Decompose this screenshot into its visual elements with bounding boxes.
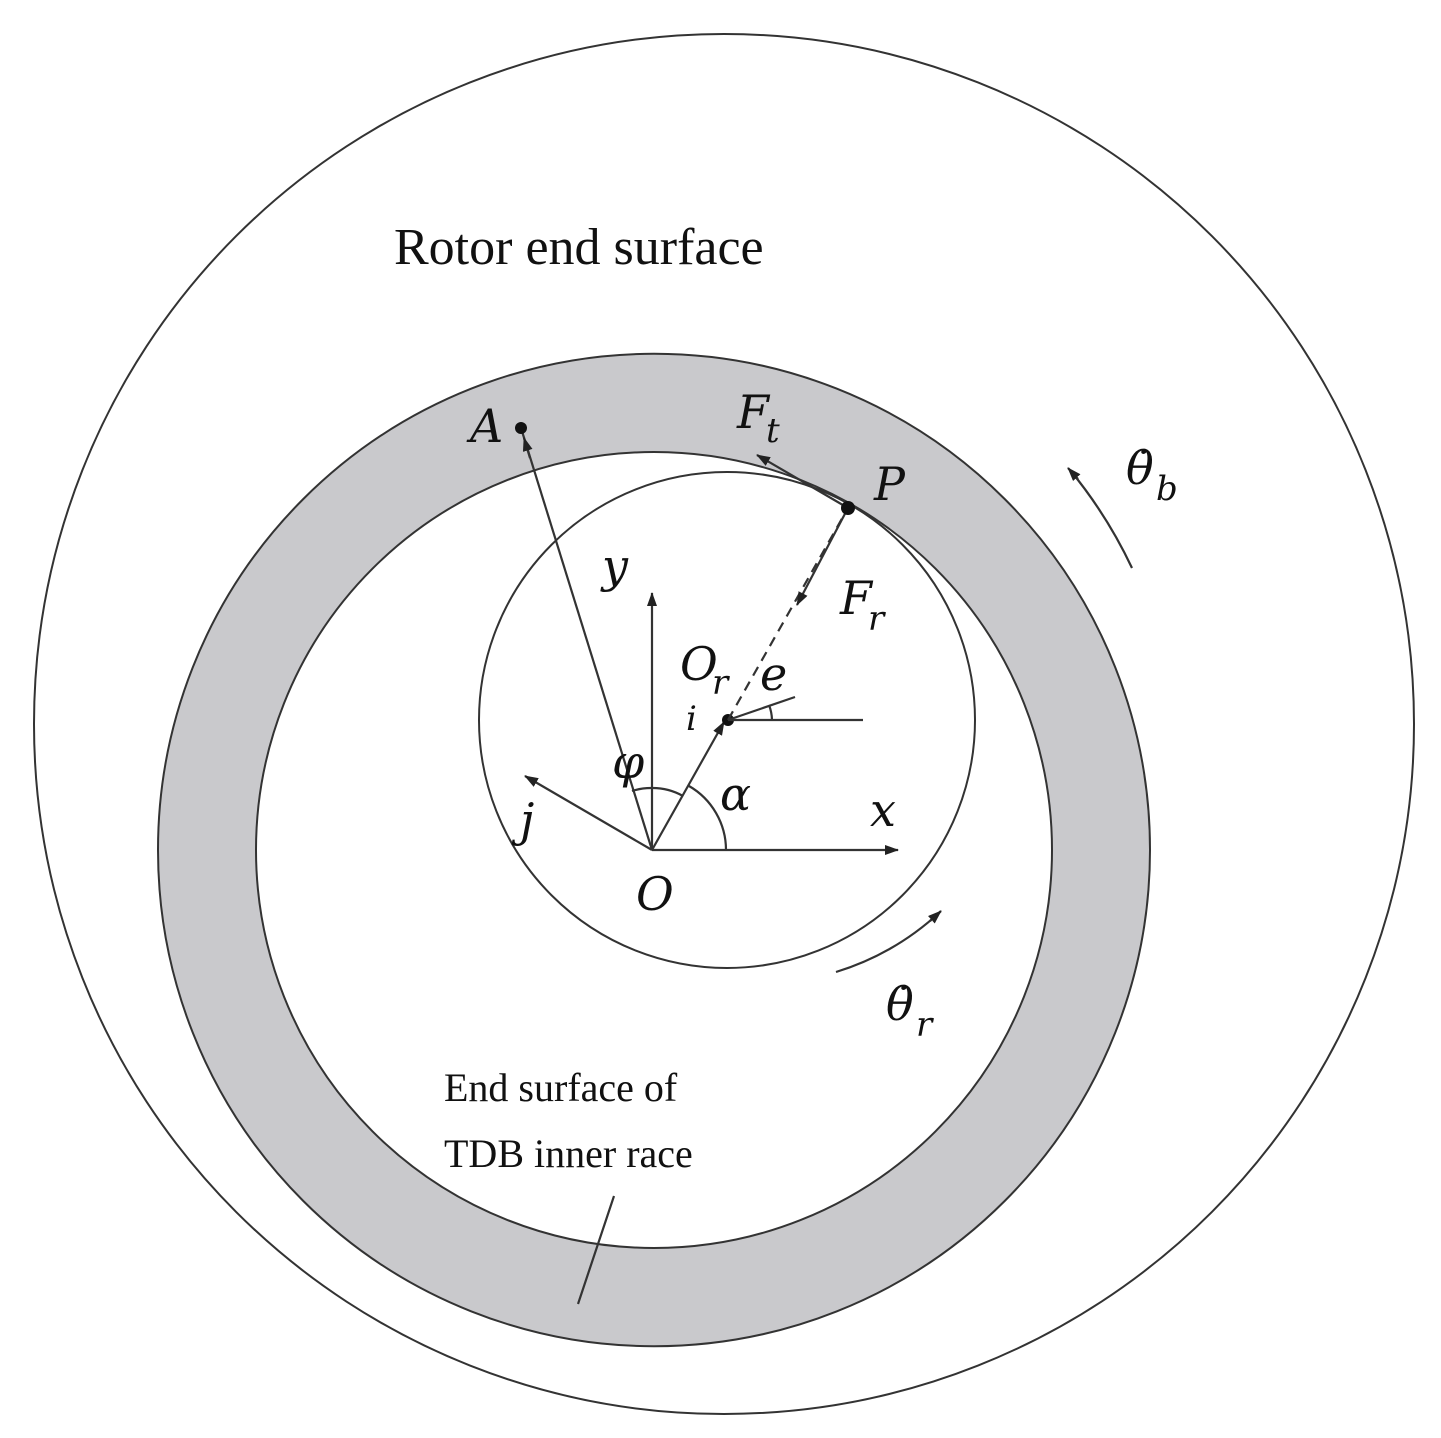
label-theta-r-sub: r: [916, 1005, 934, 1045]
theta-b-arrowhead: [1067, 467, 1081, 481]
or-eccentric-direction: [727, 695, 796, 722]
force-ft-arrow: [756, 454, 849, 509]
label-o: O: [636, 867, 674, 921]
label-theta-r-main: θ̇: [886, 977, 914, 1031]
label-theta-b-sub: b: [1156, 469, 1178, 509]
label-or-main: O: [680, 637, 718, 691]
race-label-leader: [576, 1195, 616, 1305]
point-a-dot: [515, 422, 527, 434]
alpha-angle-arc: [688, 785, 728, 851]
force-fr-arrow: [796, 507, 849, 606]
label-fr-main: F: [839, 571, 874, 625]
label-ft-main: F: [736, 385, 771, 439]
vector-j: [524, 775, 653, 851]
theta-r-arrowhead: [928, 910, 942, 924]
label-p: P: [873, 457, 906, 511]
label-or-sub: r: [712, 663, 730, 703]
e-angle-arc: [767, 704, 774, 721]
phi-angle-arc: [631, 786, 653, 793]
race-label-line2: TDB inner race: [444, 1131, 693, 1176]
vector-i: [651, 721, 725, 851]
label-ft-sub: t: [766, 411, 780, 451]
race-label-line1: End surface of: [444, 1065, 678, 1110]
label-i: i: [686, 699, 697, 739]
rotor-end-surface-label: Rotor end surface: [394, 219, 764, 276]
label-alpha: α: [720, 767, 751, 821]
dashed-or-p: [727, 507, 849, 721]
label-e: e: [760, 647, 787, 701]
label-phi: φ: [612, 735, 645, 789]
point-p-dot: [841, 501, 855, 515]
label-a: A: [466, 399, 503, 453]
phi-angle-arc-right: [651, 786, 684, 797]
label-y: y: [600, 539, 629, 593]
vector-oa: [519, 427, 654, 851]
vector-oa-head: [522, 437, 533, 459]
label-fr-sub: r: [868, 599, 886, 639]
label-x: x: [870, 783, 896, 837]
label-theta-b-main: θ̇: [1126, 441, 1154, 495]
